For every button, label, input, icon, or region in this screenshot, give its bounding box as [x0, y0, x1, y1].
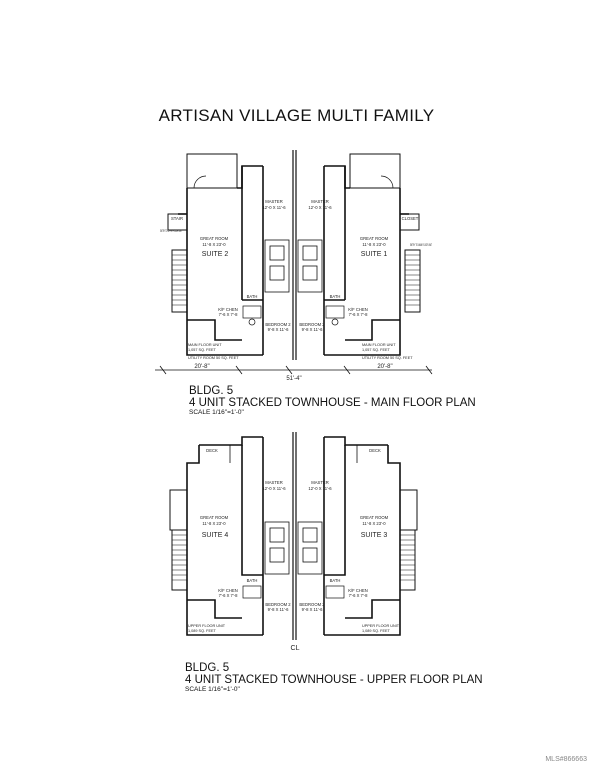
upper-plan-scale: SCALE 1/16"=1'-0" — [185, 686, 240, 693]
upper-left-master-size: 12'-0 X 11'-6 — [262, 486, 286, 491]
party-wall-upper — [292, 432, 297, 640]
upper-left-unit-area: 1,089 SQ. FEET — [188, 629, 217, 633]
upper-left-great-room-label: GREAT ROOM — [200, 515, 229, 520]
upper-right-deck-label: DECK — [369, 448, 381, 453]
main-right-suite-label: SUITE 1 — [361, 251, 388, 258]
main-right-bedroom-label: BEDROOM 2 — [299, 322, 325, 327]
upper-floor-plan — [169, 432, 418, 640]
upper-right-unit-label: UPPER FLOOR UNIT — [362, 624, 400, 628]
main-left-stair-note: STAIR — [171, 216, 183, 221]
main-floor-plan — [155, 150, 433, 375]
main-left-kitchen-label: K/F CHEN — [218, 307, 238, 312]
main-left-utility: UTILITY ROOM 50 SQ. FEET — [188, 356, 239, 360]
main-right-kitchen-label: K/F CHEN — [348, 307, 368, 312]
main-left-bath-label: BATH — [247, 294, 258, 299]
main-left-entry-note: ENTRY TO UPPER FLOOR UNIT — [160, 229, 182, 233]
main-right-bath-label: BATH — [330, 294, 341, 299]
main-left-unit-label: MAIN FLOOR UNIT — [188, 343, 222, 347]
main-right-stair-note: CLOSET — [402, 216, 419, 221]
main-left-bedroom-label: BEDROOM 2 — [265, 322, 291, 327]
main-left-great-room-size: 11'-8 X 23'-0 — [202, 242, 226, 247]
main-left-master-label: MASTER — [265, 199, 282, 204]
upper-plan-bldg: BLDG. 5 — [185, 662, 230, 674]
main-plan-heading: 4 UNIT STACKED TOWNHOUSE - MAIN FLOOR PL… — [189, 397, 476, 409]
main-left-great-room-label: GREAT ROOM — [200, 236, 229, 241]
upper-right-kitchen-size: 7'-6 X 7'-8 — [349, 593, 368, 598]
main-right-master-label: MASTER — [311, 199, 328, 204]
main-right-entry-note: ENTRY TO MAIN FLOOR UNIT — [410, 243, 432, 247]
main-dimension-line — [155, 365, 433, 375]
main-left-kitchen-size: 7'-6 X 7'-8 — [219, 312, 238, 317]
upper-plan-heading: 4 UNIT STACKED TOWNHOUSE - UPPER FLOOR P… — [185, 674, 483, 686]
upper-right-great-room-size: 11'-8 X 23'-0 — [362, 521, 386, 526]
main-dim-right: 20'-8" — [377, 364, 392, 370]
main-right-master-size: 12'-0 X 11'-6 — [308, 205, 332, 210]
main-right-kitchen-size: 7'-6 X 7'-8 — [349, 312, 368, 317]
main-right-unit-area: 1,057 SQ. FEET — [362, 348, 391, 352]
upper-right-bedroom-label: BEDROOM 2 — [299, 602, 325, 607]
main-right-great-room-size: 11'-8 X 23'-0 — [362, 242, 386, 247]
main-right-suite — [297, 153, 421, 356]
main-plan-scale: SCALE 1/16"=1'-0" — [189, 409, 244, 416]
main-dim-total: 51'-4" — [286, 376, 301, 382]
upper-left-kitchen-size: 7'-6 X 7'-8 — [219, 593, 238, 598]
upper-right-bedroom-size: 9'-8 X 11'-6 — [302, 607, 324, 612]
upper-right-suite-label: SUITE 3 — [361, 532, 388, 539]
upper-right-master-size: 12'-0 X 11'-6 — [308, 486, 332, 491]
main-plan-caption: BLDG. 5 4 UNIT STACKED TOWNHOUSE - MAIN … — [189, 385, 476, 417]
main-dim-left: 20'-8" — [194, 364, 209, 370]
main-right-great-room-label: GREAT ROOM — [360, 236, 389, 241]
upper-left-unit-label: UPPER FLOOR UNIT — [188, 624, 226, 628]
upper-left-suite-label: SUITE 4 — [202, 532, 229, 539]
upper-right-great-room-label: GREAT ROOM — [360, 515, 389, 520]
main-left-bedroom-size: 9'-8 X 11'-6 — [268, 327, 290, 332]
upper-left-kitchen-label: K/F CHEN — [218, 588, 238, 593]
main-right-unit-label: MAIN FLOOR UNIT — [362, 343, 396, 347]
main-left-suite — [167, 153, 290, 356]
upper-left-bath-label: BATH — [247, 578, 258, 583]
main-left-suite-label: SUITE 2 — [202, 251, 229, 258]
page-title: ARTISAN VILLAGE MULTI FAMILY — [158, 106, 435, 125]
upper-left-deck-label: DECK — [206, 448, 218, 453]
main-left-unit-area: 1,057 SQ. FEET — [188, 348, 217, 352]
main-plan-bldg: BLDG. 5 — [189, 385, 234, 397]
upper-right-kitchen-label: K/F CHEN — [348, 588, 368, 593]
upper-centerline-label: CL — [291, 645, 300, 652]
upper-right-suite — [297, 436, 418, 636]
upper-plan-caption: BLDG. 5 4 UNIT STACKED TOWNHOUSE - UPPER… — [185, 662, 483, 694]
main-left-master-size: 12'-0 X 11'-6 — [262, 205, 286, 210]
party-wall — [292, 150, 297, 360]
upper-left-master-label: MASTER — [265, 480, 282, 485]
watermark: MLS#866663 — [545, 756, 587, 763]
main-right-bedroom-size: 9'-8 X 11'-6 — [302, 327, 324, 332]
upper-right-unit-area: 1,089 SQ. FEET — [362, 629, 391, 633]
upper-right-bath-label: BATH — [330, 578, 341, 583]
upper-left-great-room-size: 11'-8 X 23'-0 — [202, 521, 226, 526]
upper-right-master-label: MASTER — [311, 480, 328, 485]
upper-left-bedroom-label: BEDROOM 2 — [265, 602, 291, 607]
main-right-utility: UTILITY ROOM 50 SQ. FEET — [362, 356, 413, 360]
upper-left-suite — [169, 436, 290, 636]
upper-left-bedroom-size: 9'-8 X 11'-6 — [268, 607, 290, 612]
